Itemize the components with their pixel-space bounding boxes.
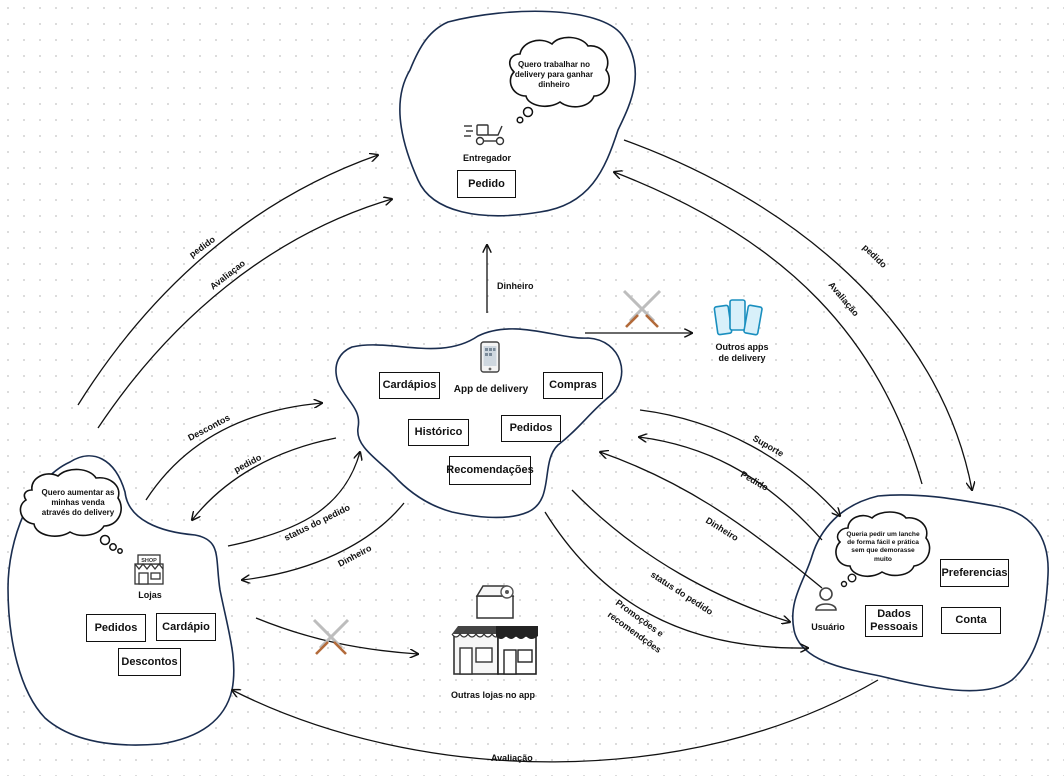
usuario-label: Usuário xyxy=(811,622,845,632)
app-cardapios-box: Cardápios xyxy=(379,372,440,399)
edge-avaliacao-usuario-entregador xyxy=(614,172,923,485)
user-icon xyxy=(815,587,837,611)
smartphone-icon xyxy=(480,341,500,373)
edge-suporte-app-usuario xyxy=(639,409,840,516)
edge-avaliacao-usuario-lojas xyxy=(232,679,879,763)
label-status-app-usuario: status do pedido xyxy=(649,569,715,617)
delivery-scooter-icon xyxy=(464,124,505,146)
edge-promocoes-app-usuario xyxy=(544,511,808,648)
usuario-conta-box: Conta xyxy=(941,607,1001,634)
label-pedido-usuario-entregador: pedido xyxy=(861,242,890,270)
label-avaliacao-usuario-lojas: Avaliação xyxy=(491,753,533,763)
edge-lojas-outras-lojas xyxy=(255,617,418,654)
entregador-pedido-box: Pedido xyxy=(457,170,516,198)
app-compras-box: Compras xyxy=(543,372,603,399)
usuario-preferencias-box: Preferencias xyxy=(940,559,1009,587)
shop-icon: SHOP xyxy=(134,554,164,585)
entregador-blob xyxy=(399,10,637,217)
outros-apps-label: Outros apps de delivery xyxy=(715,342,769,363)
app-pedidos-box: Pedidos xyxy=(501,415,561,442)
usuario-thought-text: Queria pedir um lanche de forma fácil e … xyxy=(846,531,920,563)
storefronts-icon xyxy=(451,585,538,675)
crossed-swords-icon xyxy=(312,618,350,655)
edge-dinheiro-usuario-app xyxy=(600,452,823,589)
edge-dinheiro-app-lojas xyxy=(242,502,405,580)
edge-status-lojas-app xyxy=(227,452,360,547)
lojas-thought-cloud xyxy=(19,468,123,554)
label-status-lojas-app: status do pedido xyxy=(282,502,352,543)
app-blob xyxy=(335,328,623,519)
edge-avaliacao-lojas-entregador xyxy=(97,199,392,429)
entregador-thought-text: Quero trabalhar no delivery para ganhar … xyxy=(514,60,594,89)
edge-status-app-usuario xyxy=(571,489,790,622)
app-recomendacoes-box: Recomendações xyxy=(446,456,534,485)
usuario-thought-cloud xyxy=(835,511,931,588)
lojas-pedidos-box: Pedidos xyxy=(86,614,146,642)
outras-lojas-label: Outras lojas no app xyxy=(450,690,535,700)
app-label: App de delivery xyxy=(453,384,529,395)
lojas-thought-text: Quero aumentar as minhas venda através d… xyxy=(41,488,115,517)
label-avaliacao-usuario-entregador: Avaliação xyxy=(826,280,861,319)
usuario-dados-pessoais-box: Dados Pessoais xyxy=(865,605,923,637)
lojas-label: Lojas xyxy=(138,590,162,600)
lojas-descontos-box: Descontos xyxy=(118,648,181,676)
shop-sign-text: SHOP xyxy=(141,558,157,564)
edge-pedido-lojas-entregador xyxy=(77,155,378,406)
edge-pedido-usuario-app xyxy=(639,437,823,541)
crossed-swords-icon xyxy=(622,289,662,328)
app-historico-box: Histórico xyxy=(408,419,469,446)
edge-pedido-usuario-entregador xyxy=(623,139,972,490)
label-pedido-usuario-app: Pedido xyxy=(739,469,770,493)
entregador-thought-cloud xyxy=(508,36,610,124)
label-dinheiro-app-lojas: Dinheiro xyxy=(336,543,373,569)
label-dinheiro-usuario-app: Dinheiro xyxy=(704,515,741,543)
edge-pedido-app-lojas xyxy=(192,437,337,520)
lojas-cardapio-box: Cardápio xyxy=(156,613,216,641)
edge-descontos-lojas-app xyxy=(145,403,322,501)
label-pedido-lojas-entregador: pedido xyxy=(187,234,217,260)
phones-icon xyxy=(713,299,763,336)
entregador-label: Entregador xyxy=(462,153,511,163)
label-dinheiro-app-entregador: Dinheiro xyxy=(497,281,534,291)
